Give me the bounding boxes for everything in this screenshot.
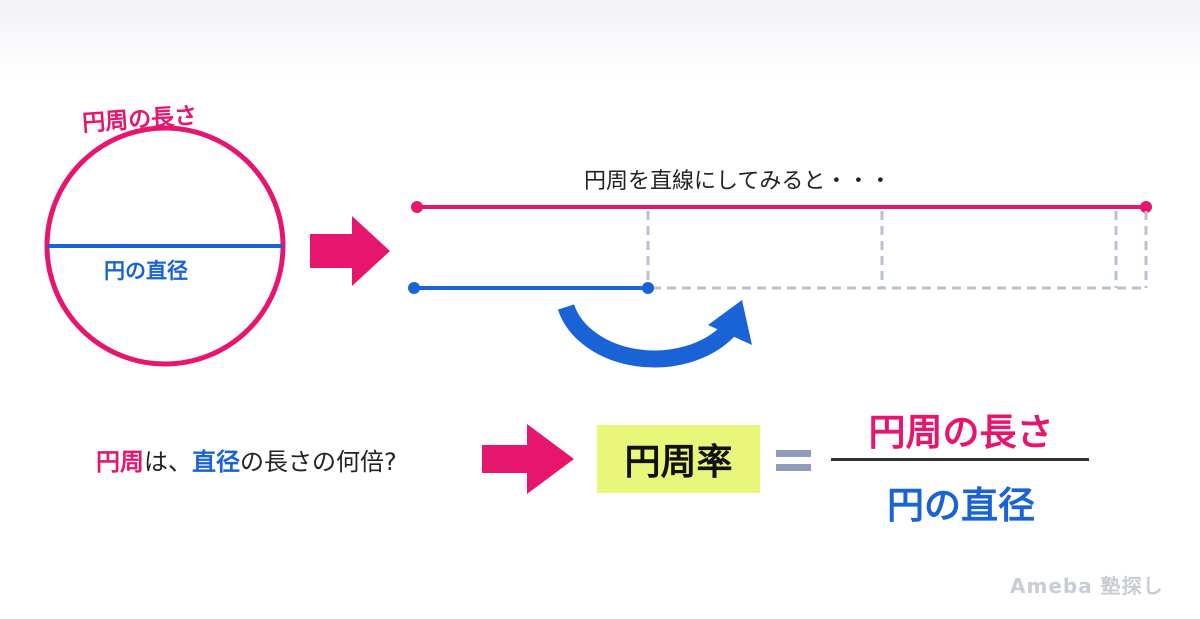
circumference-start-dot — [411, 201, 423, 213]
right-arrow-icon-2 — [482, 424, 574, 494]
question-connector: は、 — [144, 448, 192, 476]
dashed-guides — [646, 211, 1148, 290]
question-text: 円周は、直径の長さの何倍? — [96, 442, 397, 477]
question-diameter: 直径 — [192, 448, 240, 476]
pi-highlight-box: 円周率 — [597, 425, 760, 493]
question-tail: の長さの何倍? — [240, 448, 397, 476]
fraction-bar — [831, 458, 1089, 461]
strip-caption: 円周を直線にしてみると・・・ — [584, 169, 892, 194]
fraction-numerator: 円周の長さ — [868, 411, 1054, 454]
brand-logo: Ameba 塾探し — [1010, 574, 1164, 598]
curved-arrow-head-icon — [708, 300, 752, 345]
equals-sign-top — [776, 450, 811, 457]
pi-term: 円周率 — [624, 442, 733, 483]
fraction-denominator: 円の直径 — [887, 484, 1035, 527]
diameter-end-dot — [642, 282, 654, 294]
curved-arrow-icon — [557, 304, 735, 368]
equals-sign-bottom — [776, 464, 811, 471]
diameter-start-dot — [408, 282, 420, 294]
circumference-end-dot — [1140, 201, 1152, 213]
diameter-label: 円の直径 — [104, 259, 188, 283]
right-arrow-icon — [310, 216, 390, 286]
question-circumference: 円周 — [96, 448, 144, 476]
